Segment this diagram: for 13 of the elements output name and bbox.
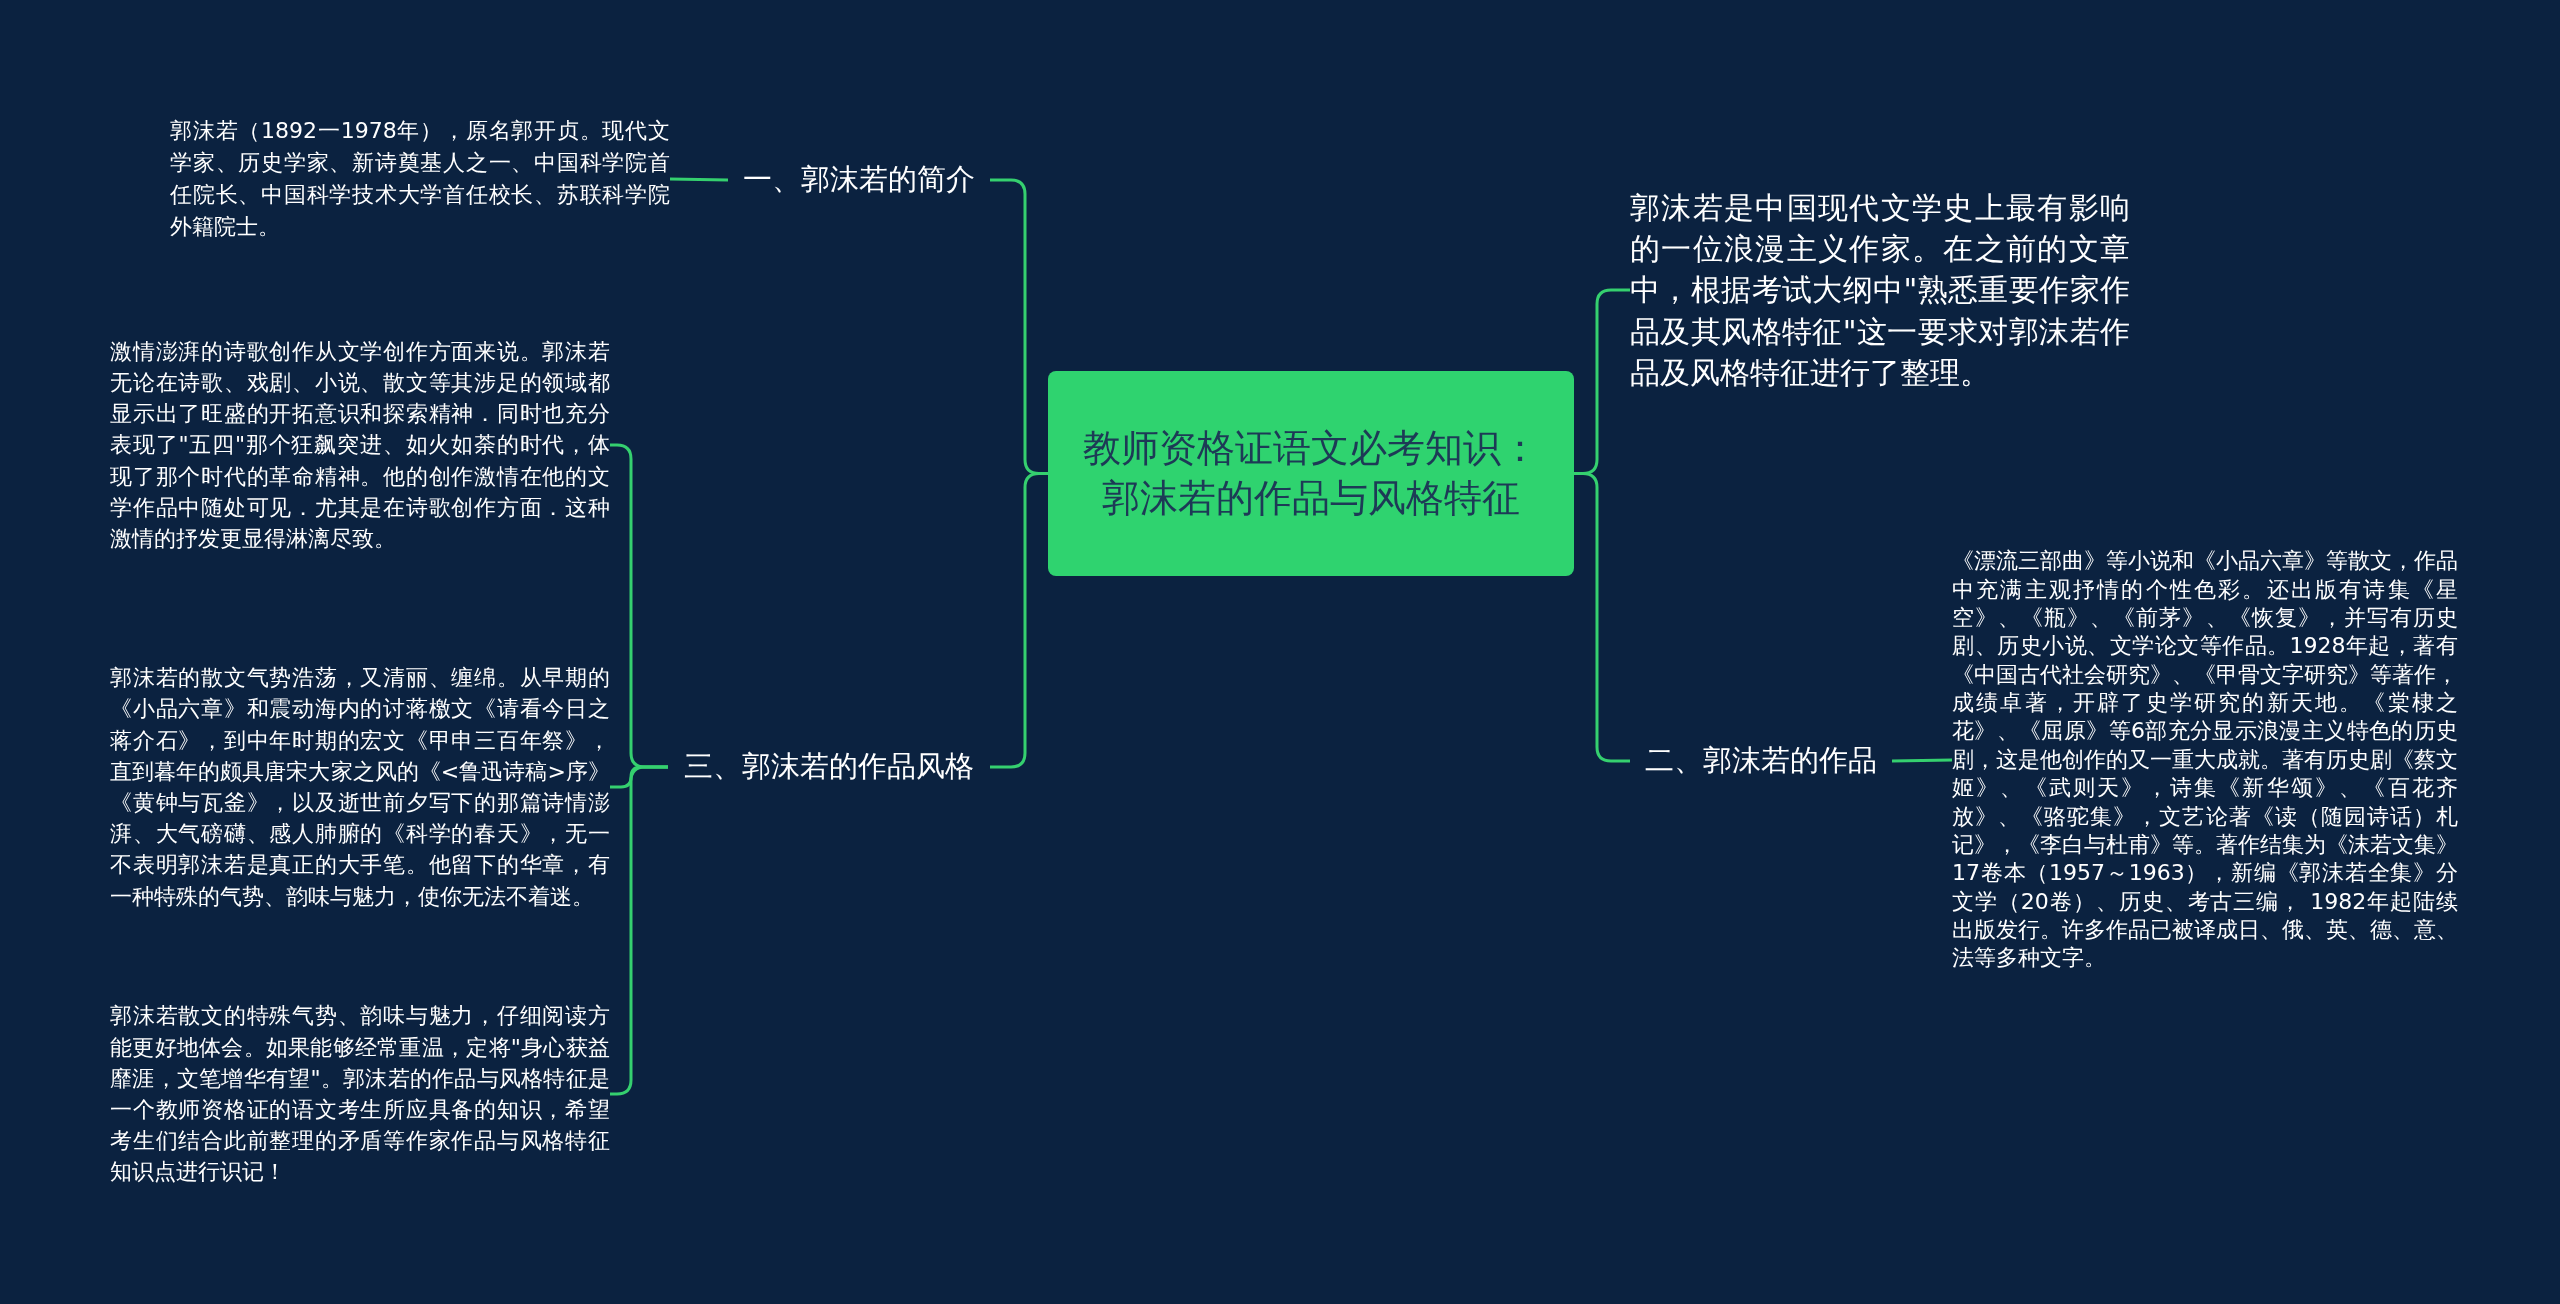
note-text: 《漂流三部曲》等小说和《小品六章》等散文，作品中充满主观抒情的个性色彩。还出版有诗集《星空》、《瓶》、《前茅》、《恢复》，并写有历史剧、历史小说、文学论文等作品。1928年起，著有《中国古代社会研究》、《甲骨文字研究》等著作，成绩卓著，开辟了史学研究的新天地。《棠棣之花》、《屈原》等6部充分显示浪漫主义特色的历史剧，这是他创作的又一重大成就。著有历史剧《蔡文姬》、《武则天》，诗集《新华颂》、《百花齐放》、《骆驼集》，文艺论著《读（随园诗话）札记》，《李白与杜甫》等。著作结集为《沫若文集》17卷本（1957～1963），新编《郭沫若全集》分文学（20卷）、历史、考古三编， 1982年起陆续出版发行。许多作品已被译成日、俄、英、德、意、法等多种文字。 [1952,493,2458,1027]
note-text: 郭沫若散文的特殊气势、韵味与魅力，仔细阅读方能更好地体会。如果能够经常重温，定将"身心获益靡涯，文笔增华有望"。郭沫若的作品与风格特征是一个教师资格证的语文考生所应具备的知识，希望考生们结合此前整理的矛盾等作家作品与风格特征知识点进行识记！ [110,998,610,1190]
connector-line [669,177,729,182]
connector-line [990,472,1048,769]
note-text: 郭沫若（1892一1978年），原名郭开贞。现代文学家、历史学家、新诗奠基人之一、中国科学院首任院长、中国科学技术大学首任校长、苏联科学院外籍院士。 [170,112,670,246]
connector-line [1891,758,1953,763]
branch-label: 一、郭沫若的简介 [728,158,990,202]
note-text: 郭沫若是中国现代文学史上最有影响的一位浪漫主义作家。在之前的文章中，根据考试大纲中"熟悉重要作家作品及其风格特征"这一要求对郭沫若作品及风格特征进行了整理。 [1630,162,2130,418]
note-text: 郭沫若的散文气势浩荡，又清丽、缠绵。从早期的《小品六章》和震动海内的讨蒋檄文《请看今日之蒋介石》，到中年时期的宏文《甲申三百年祭》，直到暮年的颇具唐宋大家之风的《<鲁迅诗稿>序》《黄钟与瓦釜》，以及逝世前夕写下的那篇诗情澎湃、大气磅礴、感人肺腑的《科学的春天》，无一不表明郭沫若是真正的大手笔。他留下的华章，有一种特殊的气势、韵味与魅力，使你无法不着迷。 [110,642,610,932]
central-topic-box: 教师资格证语文必考知识：郭沫若的作品与风格特征 [1048,371,1574,576]
branch-label: 二、郭沫若的作品 [1630,739,1892,783]
branch-label: 三、郭沫若的作品风格 [668,745,990,789]
note-text: 激情澎湃的诗歌创作从文学创作方面来说。郭沫若无论在诗歌、戏剧、小说、散文等其涉足的领域都显示出了旺盛的开拓意识和探索精神．同时也充分表现了"五四"那个狂飙突进、如火如荼的时代，体现了那个时代的革命精神。他的创作激情在他的文学作品中随处可见．尤其是在诗歌创作方面．这种激情的抒发更显得淋漓尽致。 [110,316,610,574]
